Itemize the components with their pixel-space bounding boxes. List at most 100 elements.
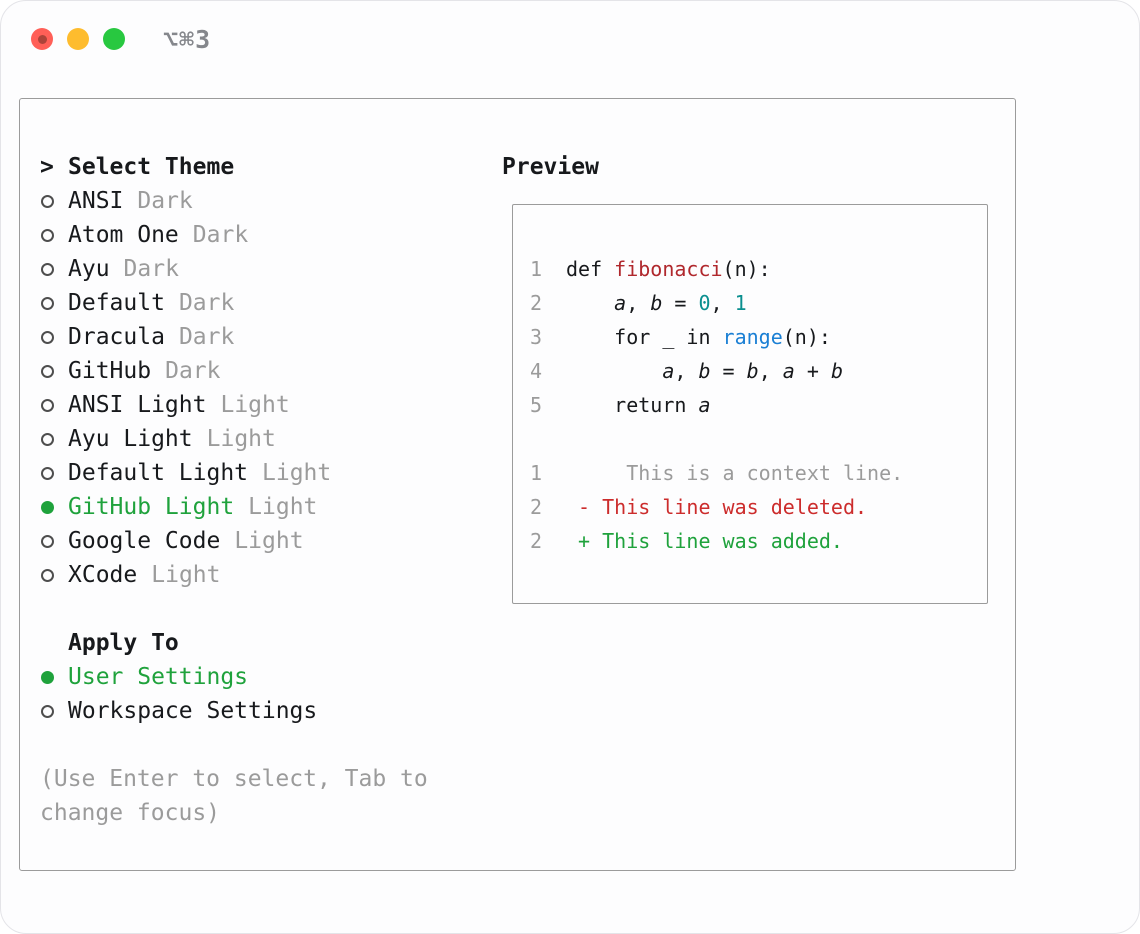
theme-variant-tag: Dark [165, 358, 221, 384]
theme-option-ayu-light[interactable]: Ayu Light Light [40, 422, 428, 456]
theme-variant-tag: Light [262, 460, 332, 486]
radio-icon [41, 704, 54, 718]
code-text: def fibonacci(n): [566, 257, 771, 281]
minimize-button[interactable] [67, 28, 89, 50]
close-dot-icon [37, 34, 47, 44]
window-titlebar: ⌥⌘3 [31, 24, 212, 54]
radio-icon [41, 534, 54, 548]
theme-name: Ayu Light [68, 426, 193, 452]
theme-variant-tag: Light [151, 562, 221, 588]
theme-variant-tag: Light [248, 494, 318, 520]
code-line: 2 a, b = 0, 1 [530, 286, 975, 320]
radio-slot [40, 194, 68, 208]
radio-slot [40, 534, 68, 548]
window-shortcut-label: ⌥⌘3 [163, 24, 212, 54]
code-text: return a [566, 393, 711, 417]
theme-name: Atom One [68, 222, 179, 248]
radio-slot [40, 364, 68, 378]
theme-name: GitHub [68, 358, 152, 384]
radio-slot [40, 228, 68, 242]
radio-icon [41, 330, 54, 344]
apply-option-label: Workspace Settings [68, 698, 318, 724]
radio-icon [41, 194, 54, 208]
apply-option-workspace-settings[interactable]: Workspace Settings [40, 694, 428, 728]
theme-variant-tag: Light [220, 392, 290, 418]
code-text: a, b = 0, 1 [614, 291, 747, 315]
code-text: + This line was added. [566, 529, 843, 553]
code-line: 2 - This line was deleted. [530, 490, 975, 524]
theme-option-google-code[interactable]: Google Code Light [40, 524, 428, 558]
line-number: 4 [530, 359, 543, 383]
theme-variant-tag: Light [206, 426, 276, 452]
radio-slot [40, 398, 68, 412]
theme-name: GitHub Light [68, 494, 235, 520]
theme-name: Ayu [68, 256, 110, 282]
hint-text: (Use Enter to select, Tab to change focu… [40, 762, 428, 830]
code-line [530, 422, 975, 456]
apply-to-title: Apply To [40, 626, 428, 660]
line-number: 2 [530, 495, 543, 519]
zoom-button[interactable] [103, 28, 125, 50]
hint-line-2: change focus) [40, 800, 221, 826]
line-number: 3 [530, 325, 543, 349]
line-number: 1 [530, 257, 543, 281]
preview-label: Preview [502, 154, 599, 180]
preview-title: Preview [502, 150, 988, 184]
theme-option-atom-one[interactable]: Atom One Dark [40, 218, 428, 252]
code-line: 2 + This line was added. [530, 524, 975, 558]
radio-selected-icon [41, 500, 54, 514]
radio-icon [41, 228, 54, 242]
spacer [40, 728, 428, 762]
theme-option-ansi-light[interactable]: ANSI Light Light [40, 388, 428, 422]
apply-option-user-settings[interactable]: User Settings [40, 660, 428, 694]
code-text: This is a context line. [566, 461, 904, 485]
theme-name: Google Code [68, 528, 221, 554]
radio-icon [41, 432, 54, 446]
theme-variant-tag: Dark [123, 256, 179, 282]
radio-icon [41, 466, 54, 480]
code-text: for _ in range(n): [566, 325, 831, 349]
cursor-marker: > [40, 154, 54, 180]
radio-slot [40, 466, 68, 480]
line-number: 2 [530, 291, 543, 315]
code-text: - This line was deleted. [566, 495, 868, 519]
close-button[interactable] [31, 28, 53, 50]
radio-slot [40, 262, 68, 276]
theme-name: Default [68, 290, 165, 316]
radio-slot [40, 670, 68, 684]
select-theme-label: Select Theme [68, 154, 235, 180]
theme-option-github[interactable]: GitHub Dark [40, 354, 428, 388]
apply-to-label: Apply To [68, 630, 179, 656]
line-number: 5 [530, 393, 543, 417]
hint-line-1: (Use Enter to select, Tab to [40, 766, 428, 792]
code-text: a, b = b, a + b [662, 359, 843, 383]
theme-option-ayu[interactable]: Ayu Dark [40, 252, 428, 286]
theme-variant-tag: Dark [192, 222, 249, 248]
theme-variant-tag: Light [234, 528, 304, 554]
radio-icon [41, 568, 54, 582]
radio-icon [41, 262, 54, 276]
theme-option-github-light[interactable]: GitHub Light Light [40, 490, 428, 524]
theme-name: Dracula [68, 324, 165, 350]
radio-slot [40, 296, 68, 310]
radio-slot [40, 500, 68, 514]
radio-slot [40, 704, 68, 718]
theme-variant-tag: Dark [137, 188, 193, 214]
theme-name: ANSI Light [68, 392, 207, 418]
code-line: 3 for _ in range(n): [530, 320, 975, 354]
line-number: 2 [530, 529, 543, 553]
code-line: 1 This is a context line. [530, 456, 975, 490]
code-line: 4 a, b = b, a + b [530, 354, 975, 388]
code-line: 5 return a [530, 388, 975, 422]
radio-icon [41, 398, 54, 412]
